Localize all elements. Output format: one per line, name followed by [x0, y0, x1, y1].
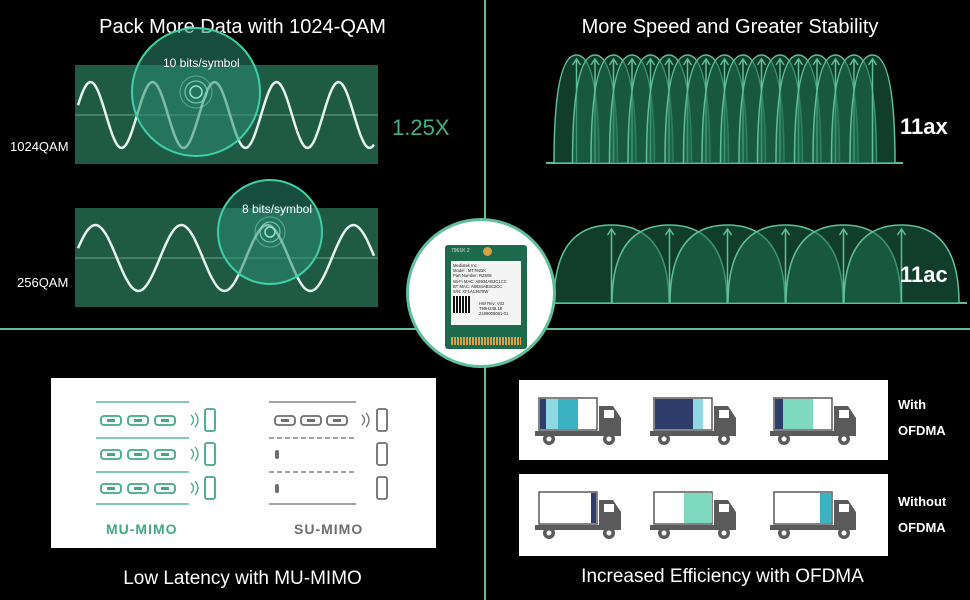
label-1024qam: 1024QAM	[10, 139, 69, 154]
tag-11ac: 11ac	[900, 262, 948, 287]
ofdma-title: Increased Efficiency with OFDMA	[581, 566, 864, 587]
mimo-panel	[51, 378, 436, 548]
ofdm-11ax	[546, 54, 903, 164]
phone-icon	[204, 476, 216, 500]
label-256qam: 256QAM	[17, 275, 69, 290]
mimo-title: Low Latency with MU-MIMO	[123, 568, 362, 589]
speed-diagram	[546, 54, 967, 304]
bits-label-256: 8 bits/symbol	[242, 202, 313, 216]
phone-icon	[376, 476, 388, 500]
m2-card: 7961K 2 Mediatek Inc. Model : MT7921K Pa…	[445, 245, 527, 349]
mimo-diagram	[96, 401, 388, 505]
phone-icon	[204, 442, 216, 466]
bits-label-1024: 10 bits/symbol	[163, 56, 240, 70]
target-1024	[189, 85, 203, 99]
antenna-connector	[483, 247, 492, 256]
phone-icon	[376, 442, 388, 466]
without-ofdma-label: Without OFDMA	[898, 494, 947, 535]
phone-icon	[376, 408, 388, 432]
bits-circle-256	[217, 179, 323, 285]
card-label: Mediatek Inc. Model : MT7921K Part Numbe…	[451, 261, 521, 325]
gold-contacts	[451, 337, 521, 345]
ofdm-11ac	[546, 224, 967, 304]
card-circle: 7961K 2 Mediatek Inc. Model : MT7921K Pa…	[406, 218, 556, 368]
card-top-text: 7961K 2	[451, 248, 470, 254]
multiplier: 1.25X	[392, 115, 450, 140]
wave-256	[76, 223, 376, 293]
speed-title: More Speed and Greater Stability	[581, 16, 879, 38]
qr-code	[453, 296, 470, 314]
with-ofdma-label: With OFDMA	[898, 397, 946, 438]
bits-circle-1024	[131, 27, 261, 157]
qam-waves	[75, 27, 378, 307]
phone-icon	[204, 408, 216, 432]
mu-mimo-label: MU-MIMO	[106, 521, 178, 537]
tag-11ax: 11ax	[900, 114, 948, 139]
su-mimo-label: SU-MIMO	[294, 521, 364, 537]
ofdma-trucks	[535, 397, 856, 539]
target-256	[264, 226, 276, 238]
